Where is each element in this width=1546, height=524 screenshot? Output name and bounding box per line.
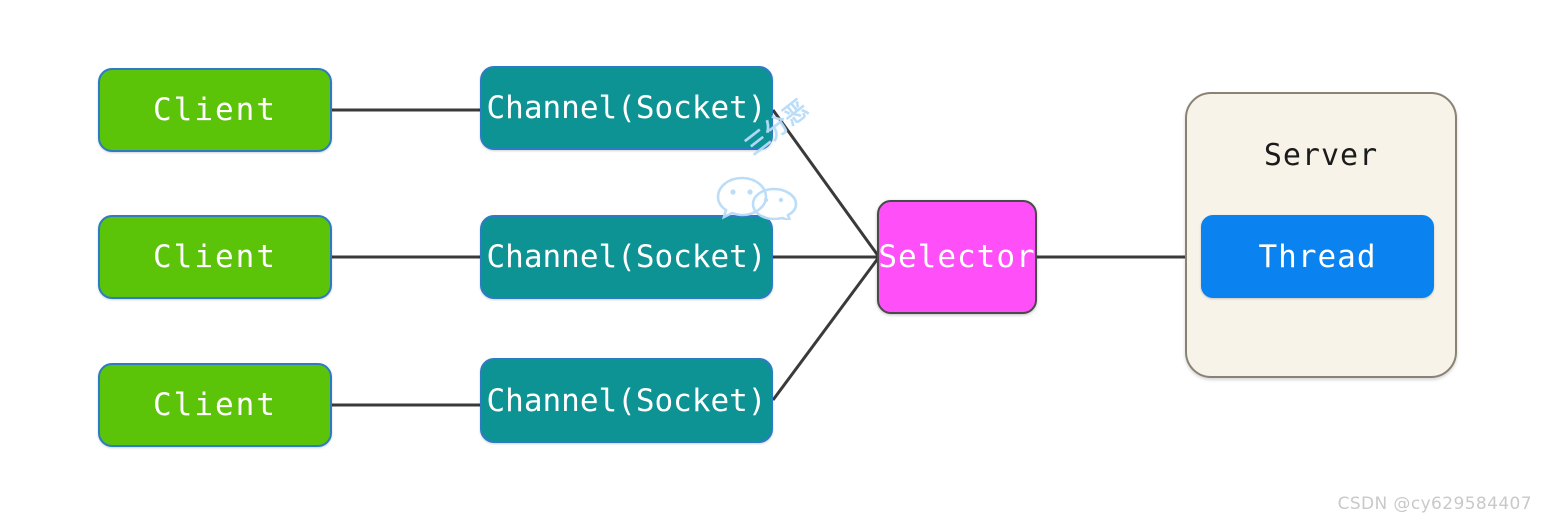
channel-node-2[interactable]: Channel(Socket) [480, 215, 773, 299]
selector-label: Selector [878, 239, 1036, 275]
credit-text: CSDN @cy629584407 [1337, 494, 1532, 514]
edge-channel1-selector [771, 109, 881, 258]
client-label-1: Client [153, 92, 277, 128]
channel-label-3: Channel(Socket) [486, 382, 767, 419]
client-label-2: Client [153, 239, 277, 275]
client-node-2[interactable]: Client [98, 215, 332, 299]
thread-node[interactable]: Thread [1201, 215, 1434, 298]
channel-label-2: Channel(Socket) [486, 239, 767, 275]
thread-label: Thread [1258, 238, 1377, 275]
channel-node-1[interactable]: Channel(Socket) [480, 66, 773, 150]
edge-channel3-selector [771, 256, 881, 401]
client-label-3: Client [153, 387, 277, 423]
channel-node-3[interactable]: Channel(Socket) [480, 358, 773, 443]
selector-node[interactable]: Selector [877, 200, 1037, 314]
channel-label-1: Channel(Socket) [486, 90, 767, 126]
client-node-1[interactable]: Client [98, 68, 332, 152]
server-title: Server [1263, 138, 1379, 173]
client-node-3[interactable]: Client [98, 363, 332, 447]
